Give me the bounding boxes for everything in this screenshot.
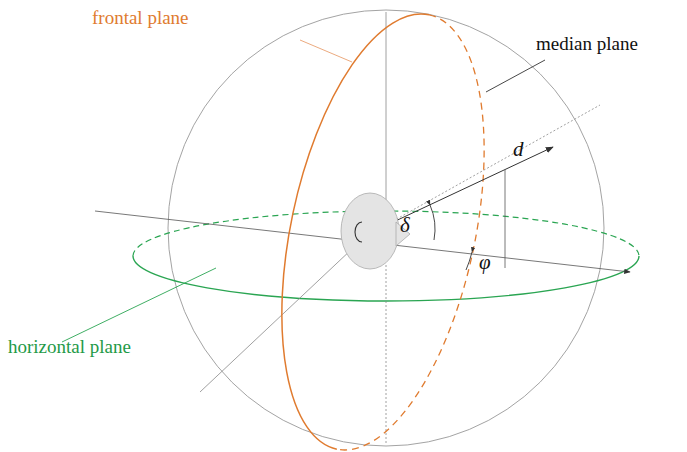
angle-label: φ — [479, 251, 491, 274]
angle-label: δ — [400, 214, 410, 237]
y-axis-right — [386, 105, 600, 225]
leader-line — [486, 60, 545, 92]
direction-vector — [372, 147, 553, 232]
z-axis-bottom — [386, 265, 387, 444]
leader-line — [62, 268, 216, 342]
azimuth-arc — [466, 252, 472, 270]
sphere-outline — [168, 10, 604, 446]
plane-label: median plane — [536, 34, 638, 55]
vector-label: d — [513, 138, 524, 161]
elevation-arc — [430, 205, 435, 240]
head — [341, 193, 399, 269]
frontal-plane — [247, 0, 519, 452]
projection-line — [505, 170, 506, 268]
leader-line — [300, 40, 352, 62]
ear — [355, 222, 362, 242]
z-axis-top — [386, 12, 387, 230]
plane-label: frontal plane — [92, 8, 189, 29]
plane-label: horizontal plane — [8, 337, 131, 358]
